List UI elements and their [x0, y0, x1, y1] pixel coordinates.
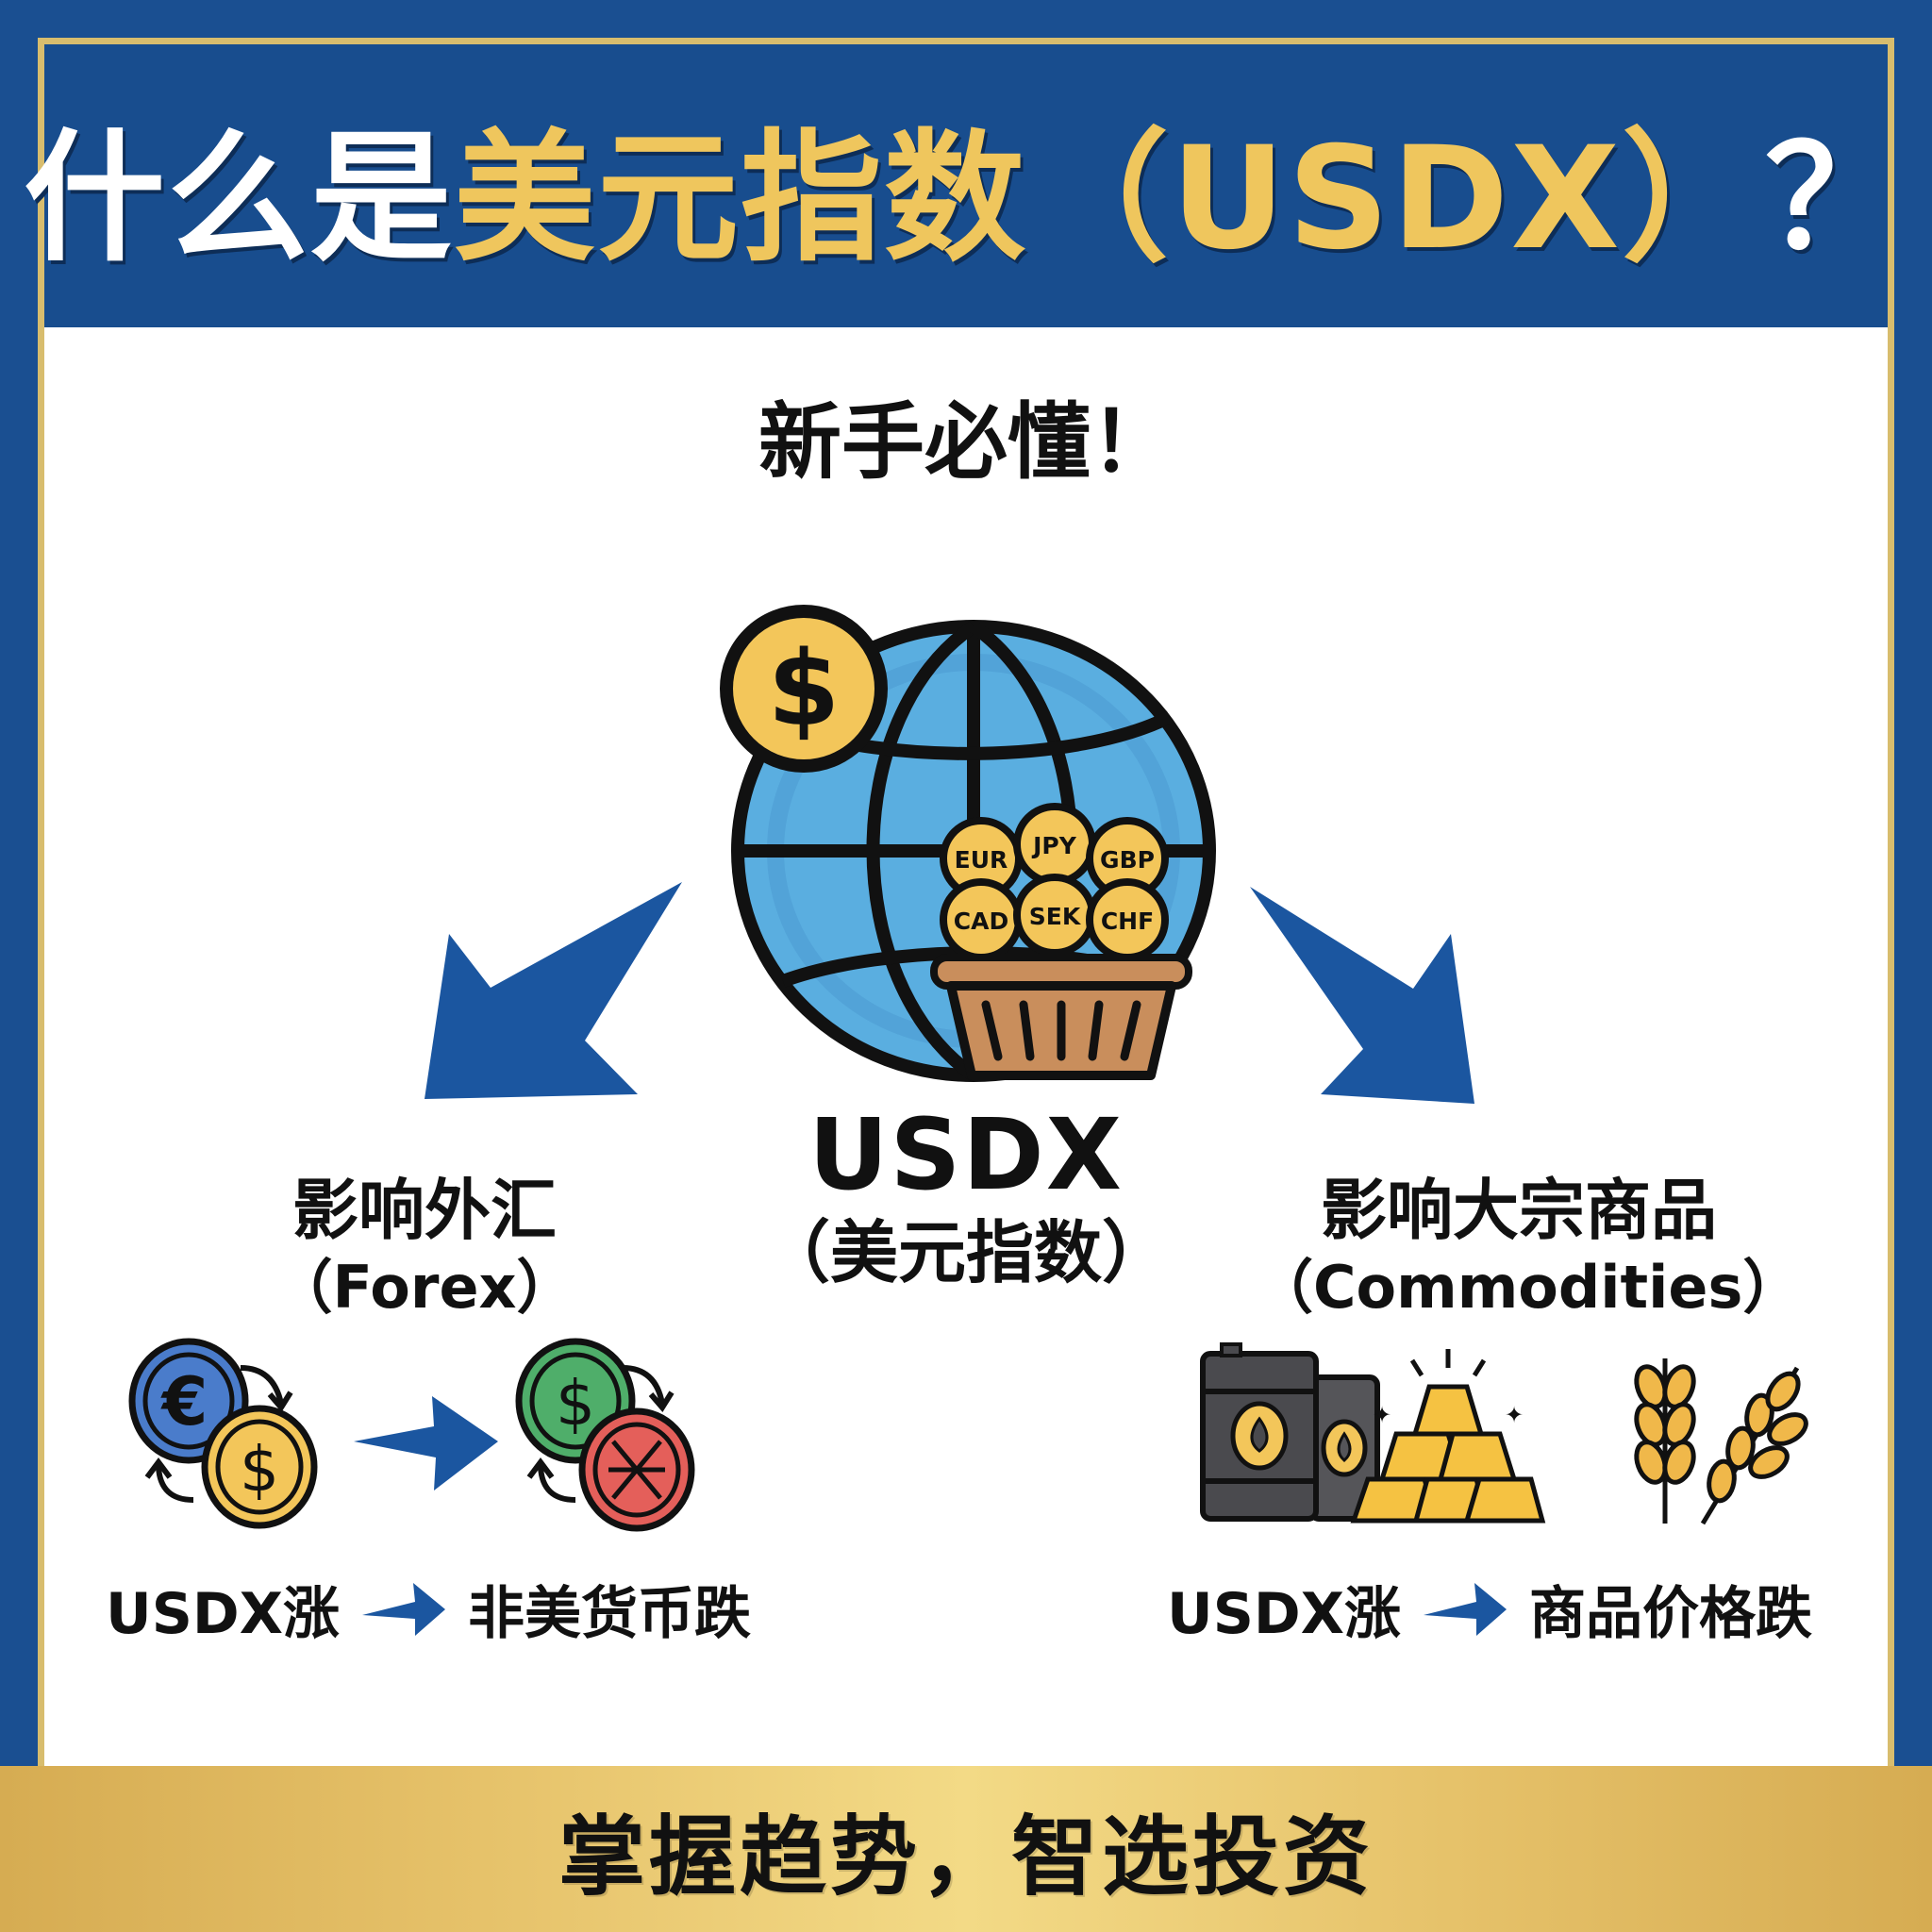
dollar-coin-icon: $: [720, 605, 888, 773]
oil-barrel-icon: [1200, 1342, 1380, 1522]
basket-icon: [930, 954, 1192, 1080]
commodity-icons: ✦ ✦: [1200, 1342, 1808, 1525]
forex-heading: 影响外汇 （Forex）: [236, 1170, 613, 1324]
currency-gbp: GBP: [1100, 846, 1155, 874]
dollar-falling-currency-exchange-icon: $: [515, 1338, 695, 1532]
currency-coins: [940, 803, 1169, 961]
arrow-right-icon: [354, 1396, 498, 1491]
title-banner: 什么是美元指数（USDX）？: [24, 44, 1907, 327]
commodities-caption: USDX涨 商品价格跌: [1167, 1568, 1812, 1650]
footer-banner: 掌握趋势，智选投资: [0, 1766, 1932, 1932]
commodities-cause: USDX涨: [1167, 1581, 1401, 1647]
svg-text:$: $: [768, 628, 841, 749]
currency-sek: SEK: [1029, 903, 1082, 930]
svg-text:$: $: [556, 1367, 595, 1440]
gold-frame-border: [38, 38, 1894, 1792]
arrow-right-icon: [1424, 1582, 1507, 1636]
forex-effect: 非美货币跌: [468, 1581, 751, 1647]
forex-cause: USDX涨: [106, 1581, 340, 1647]
currency-eur: EUR: [955, 846, 1008, 874]
center-label: USDX （美元指数）: [0, 1099, 1932, 1295]
currency-jpy: JPY: [1031, 832, 1077, 859]
euro-dollar-exchange-icon: € $: [128, 1338, 318, 1529]
arrow-down-right-icon: [1250, 887, 1474, 1104]
wheat-icon: [1634, 1358, 1808, 1525]
usdx-label: USDX: [808, 1097, 1124, 1212]
currency-cad: CAD: [954, 908, 1008, 935]
arrow-down-left-icon: [425, 882, 682, 1099]
commodities-heading-cn: 影响大宗商品: [1321, 1172, 1717, 1249]
commodities-heading: 影响大宗商品 （Commodities）: [1255, 1170, 1802, 1324]
commodities-effect: 商品价格跌: [1529, 1581, 1812, 1647]
commodities-heading-en: （Commodities）: [1255, 1253, 1802, 1322]
forex-heading-en: （Forex）: [274, 1253, 575, 1322]
title-prefix: 什么是: [23, 116, 454, 281]
title-highlight: 美元指数（USDX）: [454, 116, 1765, 281]
title-suffix: ？: [1765, 116, 1909, 281]
svg-text:$: $: [240, 1433, 279, 1506]
gold-bars-icon: ✦ ✦: [1350, 1349, 1546, 1524]
usdx-sublabel: （美元指数）: [761, 1213, 1170, 1292]
forex-icons: € $ $: [128, 1338, 695, 1532]
forex-caption: USDX涨 非美货币跌: [106, 1568, 751, 1650]
svg-text:✦: ✦: [1505, 1402, 1524, 1428]
footer-slogan: 掌握趋势，智选投资: [558, 1806, 1374, 1907]
svg-text:€: €: [160, 1363, 208, 1441]
subtitle: 新手必懂！: [758, 393, 1174, 491]
forex-heading-cn: 影响外汇: [292, 1172, 557, 1249]
globe-currency-basket-icon: $ EUR JPY GBP CAD SEK CHF: [698, 585, 1226, 1094]
currency-chf: CHF: [1101, 908, 1154, 935]
svg-text:✦: ✦: [1373, 1402, 1391, 1428]
page-title: 什么是美元指数（USDX）？: [24, 84, 1908, 289]
arrow-right-icon: [362, 1582, 445, 1636]
